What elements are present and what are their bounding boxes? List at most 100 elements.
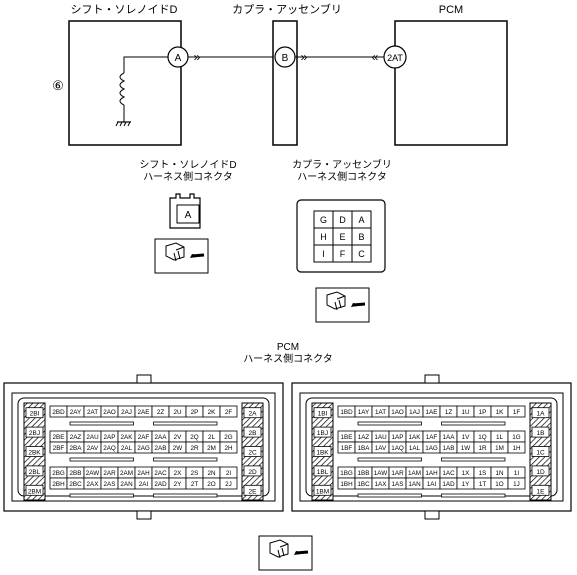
coil-wire — [123, 56, 178, 73]
pcm-title: PCM — [439, 4, 463, 16]
pcm-pin: 2Q — [190, 434, 199, 441]
pcm-pin: 2AT — [87, 409, 98, 416]
pcm-pin: 2AB — [155, 445, 167, 452]
pcm-pin: 1AK — [409, 434, 422, 441]
pcm-pin: 2AA — [155, 434, 168, 441]
pcm-pin: 2L — [208, 434, 216, 441]
coupler-pin: B — [358, 232, 364, 242]
pcm-pin: 2T — [191, 481, 199, 488]
pcm-pin: 1AB — [443, 445, 455, 452]
pcm-pin: 2B — [249, 430, 257, 437]
connector-probe-icon-3 — [258, 535, 313, 571]
pcm-pin: 2BB — [70, 470, 82, 477]
terminal-b-label: B — [282, 53, 289, 64]
terminal-2at-label: 2AT — [387, 53, 403, 63]
pcm-pin: 1AZ — [358, 434, 370, 441]
arrow-right-2: » — [301, 50, 308, 64]
pcm-pin: 2AD — [154, 481, 167, 488]
pcm-conn-title: PCM — [276, 342, 300, 353]
connector-probe-icon-2 — [315, 287, 370, 323]
pcm-pin: 2AE — [138, 409, 150, 416]
pcm-pin: 1W — [461, 445, 471, 452]
pcm-pin: 1N — [495, 470, 504, 477]
connector-probe-icon-1 — [154, 238, 209, 274]
coupler-pin: G — [320, 215, 327, 225]
pcm-pin: 1BI — [318, 411, 328, 418]
solenoid-conn-line1: シフト・ソレノイドD — [139, 160, 237, 171]
pcm-conn-label: PCM ハーネス側コネクタ — [236, 342, 340, 366]
pcm-pin: 2AR — [103, 470, 116, 477]
pcm-pin: 2AM — [120, 470, 133, 477]
pcm-pin: 1AU — [374, 434, 387, 441]
pcm-pin: 2X — [174, 470, 183, 477]
pcm-pin: 2BF — [53, 445, 65, 452]
pcm-pin: 2BL — [29, 469, 41, 476]
pcm-pin: 1J — [513, 481, 520, 488]
terminal-2at-circle — [383, 45, 407, 69]
solenoid-title: シフト・ソレノイドD — [71, 4, 178, 16]
coupler-pin: E — [339, 232, 345, 242]
pcm-pin: 1P — [479, 409, 487, 416]
pcm-pin: 2AU — [86, 434, 99, 441]
pcm-pin: 1BF — [341, 445, 353, 452]
pcm-pin: 2AL — [121, 445, 133, 452]
pcm-pin: 2O — [207, 481, 216, 488]
ground-icon — [115, 121, 131, 127]
pcm-pin: 2AS — [104, 481, 116, 488]
pcm-pin: 1R — [478, 445, 487, 452]
solenoid-pin-a: A — [185, 210, 192, 221]
pcm-pin: 1I — [514, 470, 520, 477]
pcm-pin: 2S — [191, 470, 199, 477]
pcm-pin: 1BD — [340, 409, 353, 416]
pcm-pin: 2AP — [104, 434, 116, 441]
coil-icon — [119, 72, 126, 106]
pcm-pin: 2AF — [138, 434, 150, 441]
pcm-pin: 2W — [173, 445, 183, 452]
pcm-pin: 1AQ — [391, 445, 404, 452]
pcm-pin: 2BH — [52, 481, 65, 488]
pcm-pin: 1O — [495, 481, 504, 488]
pcm-pin: 2BG — [52, 470, 65, 477]
pcm-pin: 2BK — [28, 450, 41, 457]
pcm-pin: 1L — [496, 434, 504, 441]
pcm-pin: 1AL — [409, 445, 421, 452]
pcm-pin: 1AX — [375, 481, 388, 488]
pcm-pin: 2F — [225, 409, 233, 416]
pcm-pin: 1V — [462, 434, 471, 441]
pcm-pin: 1AH — [425, 470, 438, 477]
arrow-left: « — [372, 50, 379, 64]
pcm-pin: 1AJ — [409, 409, 420, 416]
pcm-pin: 1BH — [340, 481, 353, 488]
pcm-pin: 2M — [207, 445, 216, 452]
pcm-pin: 1BL — [317, 469, 329, 476]
pcm-pin: 1M — [495, 445, 504, 452]
arrow-right-1: » — [194, 50, 201, 64]
pcm-pin: 1H — [512, 445, 521, 452]
pcm-pin: 1BC — [357, 481, 370, 488]
pcm-pin: 2G — [224, 434, 233, 441]
pcm-pin: 2J — [225, 481, 232, 488]
pcm-pin: 2AI — [139, 481, 149, 488]
pcm-pin: 2AG — [137, 445, 150, 452]
pcm-pin: 1S — [479, 470, 487, 477]
pcm-pin: 2Z — [157, 409, 165, 416]
pcm-pin: 2AC — [154, 470, 167, 477]
coupler-bar — [272, 20, 298, 146]
pcm-pin: 1AO — [391, 409, 404, 416]
pcm-pin: 1D — [536, 469, 545, 476]
solenoid-box — [68, 20, 182, 146]
coupler-conn-line1: カプラ・アッセンブリ — [292, 160, 392, 171]
pcm-pin: 2K — [208, 409, 217, 416]
pcm-pin: 1AM — [408, 470, 421, 477]
pcm-pin: 1AW — [374, 470, 387, 477]
solenoid-conn-line2: ハーネス側コネクタ — [143, 172, 233, 183]
pcm-pin: 2BJ — [29, 430, 40, 437]
pcm-pin: 1AS — [392, 481, 404, 488]
pcm-pin: 1X — [462, 470, 471, 477]
pcm-pin: 1K — [496, 409, 505, 416]
pcm-pin: 2V — [174, 434, 183, 441]
pcm-pin: 1Z — [445, 409, 453, 416]
pcm-pin: 1AN — [408, 481, 421, 488]
